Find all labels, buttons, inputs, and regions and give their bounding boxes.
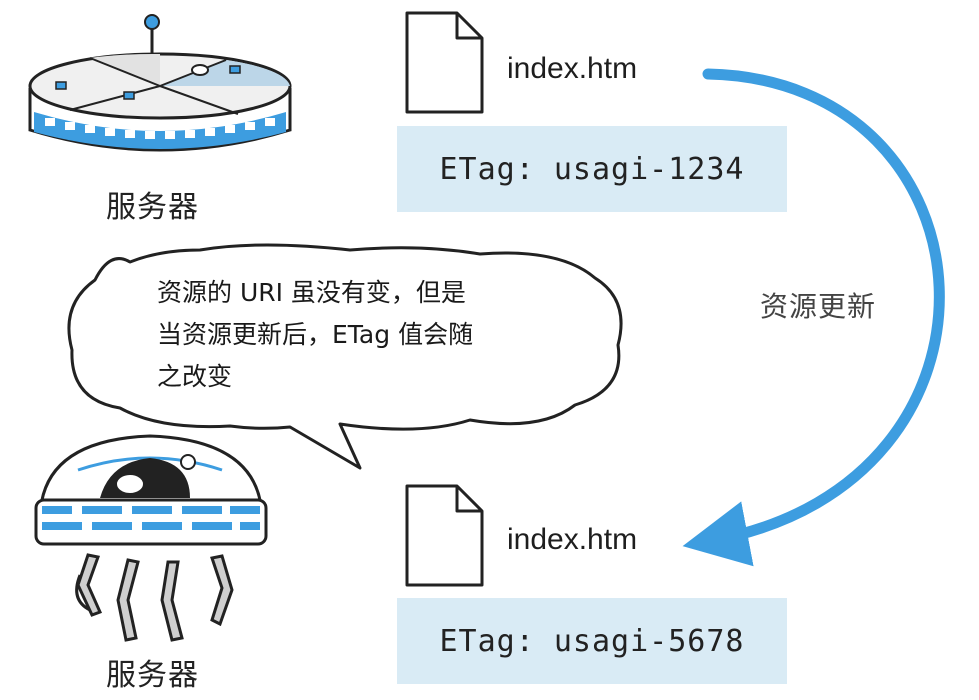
robot-server-icon — [34, 434, 268, 642]
file-name-label-bottom: index.htm — [507, 523, 638, 556]
server-label-bottom: 服务器 — [106, 658, 199, 693]
document-icon — [405, 484, 484, 587]
file-name-label-top: index.htm — [507, 52, 638, 85]
etag-value-top: ETag: usagi-1234 — [439, 151, 745, 187]
bubble-text-line-2: 当资源更新后，ETag 值会随 — [157, 320, 474, 349]
server-label-top: 服务器 — [106, 190, 199, 225]
bubble-text-line-1: 资源的 URI 虽没有变，但是 — [157, 278, 466, 307]
bubble-text-line-3: 之改变 — [157, 362, 233, 391]
arrow-label: 资源更新 — [760, 290, 877, 323]
etag-value-bottom: ETag: usagi-5678 — [439, 623, 745, 659]
curved-arrow-icon — [682, 68, 945, 567]
document-icon — [405, 11, 484, 114]
etag-box-top: ETag: usagi-1234 — [397, 126, 787, 212]
server-icon — [28, 14, 292, 152]
speech-bubble-icon — [67, 243, 623, 470]
etag-box-bottom: ETag: usagi-5678 — [397, 598, 787, 684]
